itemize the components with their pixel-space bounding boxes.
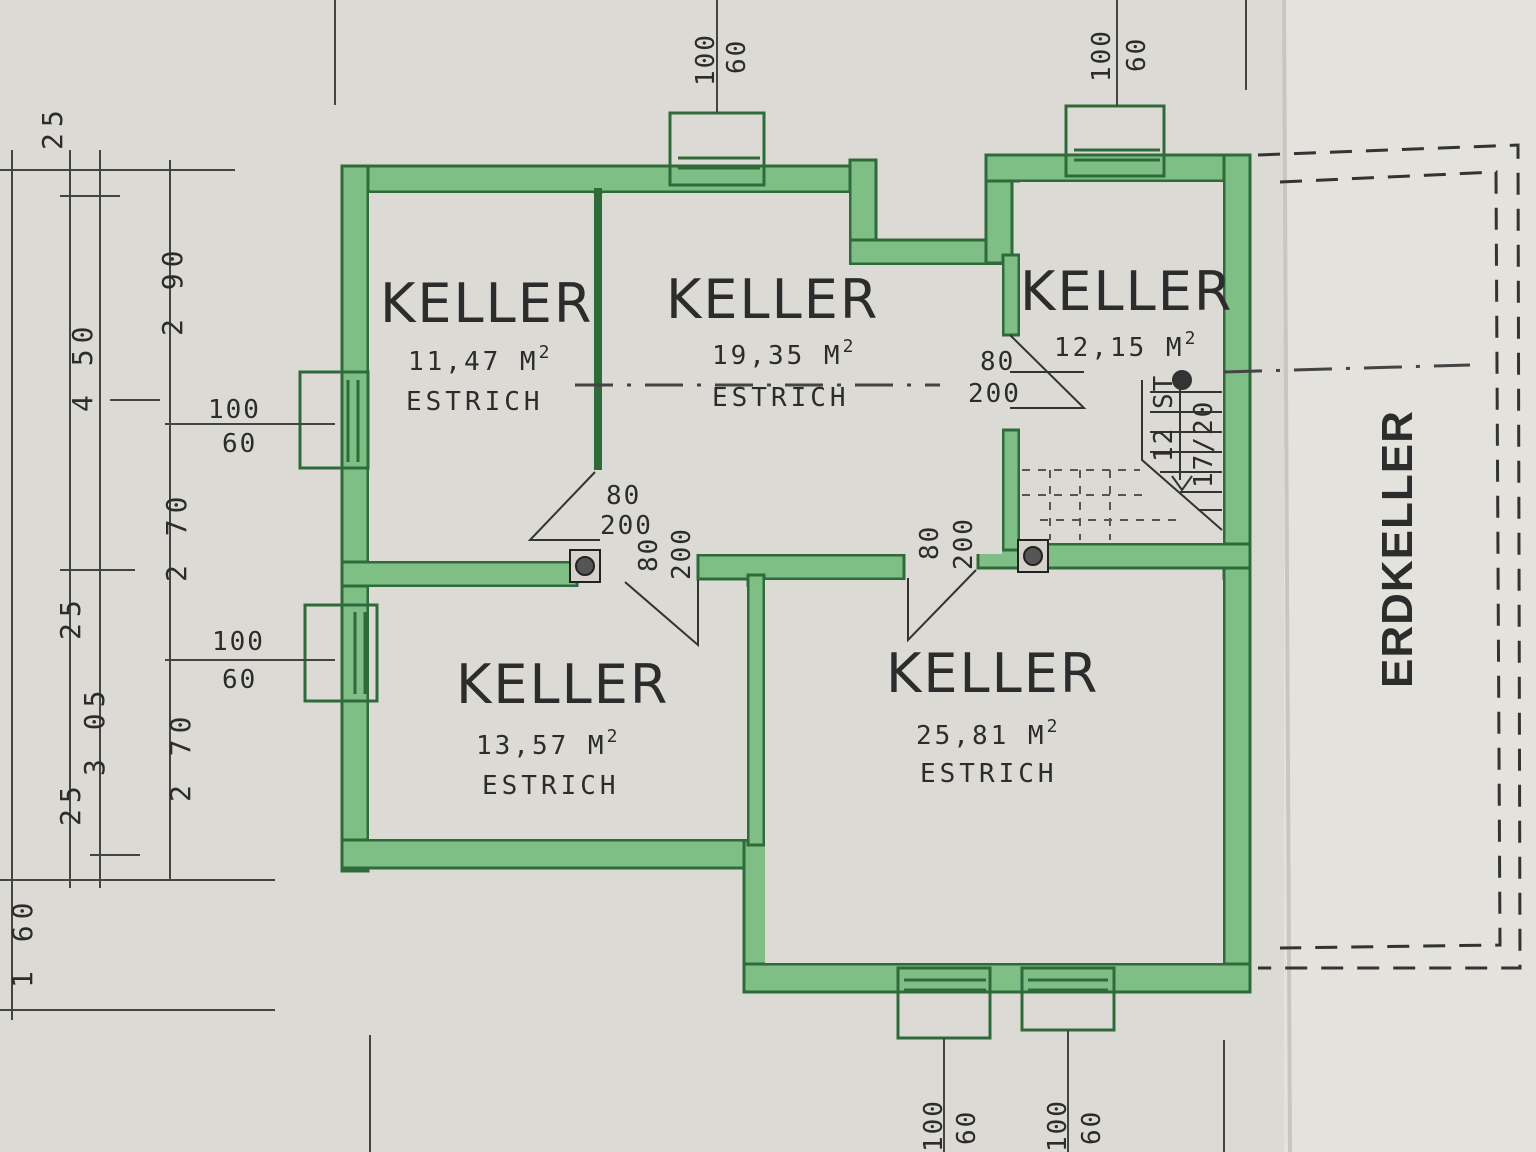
room-4-floor: ESTRICH: [482, 771, 620, 801]
door-swing-1: [527, 471, 600, 541]
inner-dim-3: 2 70: [164, 711, 197, 802]
erdkeller-label: ERDKELLER: [1373, 410, 1422, 688]
room-floor-3: [1020, 182, 1223, 543]
stair-start-dot: [1172, 370, 1192, 390]
outer-dim-1: 25: [36, 104, 69, 150]
room-1-name: KELLER: [380, 272, 593, 335]
section-line-right: [1223, 363, 1471, 374]
inner-dim-1: 2 90: [156, 245, 189, 336]
wall-divider-lower: [746, 573, 766, 847]
wall-bottom-left: [340, 838, 774, 870]
wall-divider-right-upper: [1001, 253, 1021, 337]
partition-left: [594, 188, 602, 470]
room-3-area-unit-sup: 2: [1185, 328, 1199, 349]
room-2-area: 19,35 M2: [712, 336, 856, 371]
room-2-name: KELLER: [666, 268, 879, 331]
room-1-area-value: 11,47 M: [408, 347, 539, 377]
stair-graphics: [1141, 370, 1223, 531]
window-top-right-width: 100: [1087, 29, 1117, 82]
window-top-right-height: 60: [1122, 37, 1152, 72]
window-top-left-width: 100: [691, 33, 721, 86]
window-left-lower-width: 100: [212, 627, 265, 657]
window-left-lower-frame: [303, 603, 379, 703]
room-1-area: 11,47 M2: [408, 342, 552, 377]
room-2-area-unit-sup: 2: [843, 336, 857, 357]
stair-ratio-label: 17/20: [1189, 400, 1219, 488]
window-bottom-right-height: 60: [1077, 1110, 1107, 1145]
dimension-lines: [0, 0, 1471, 1152]
wall-left: [340, 164, 370, 873]
room-5-area: 25,81 M2: [916, 716, 1060, 751]
outer-dim-2: 4 50: [66, 321, 99, 412]
outer-dim-6: 1 60: [6, 897, 39, 988]
stair-count-label: 12 ST: [1149, 374, 1179, 462]
window-bottom-left-width: 100: [919, 1099, 949, 1152]
shaft-left-circle: [575, 556, 595, 576]
wall-divider-right-lower: [1001, 428, 1021, 552]
window-left-upper-height: 60: [222, 429, 257, 459]
shafts: [569, 539, 1049, 583]
wall-bottom-right: [742, 962, 1252, 994]
outer-dim-3: 25: [54, 594, 87, 640]
door-swing-2: [624, 580, 699, 648]
room-5-floor: ESTRICH: [920, 759, 1058, 789]
wall-top-left: [340, 164, 874, 194]
paper-fold-line: [1282, 0, 1292, 1152]
stair-arrow: [1171, 475, 1193, 492]
paper-right-strip: [1284, 0, 1536, 1152]
door-2-height: 200: [667, 527, 697, 580]
outer-dim-4: 3 05: [78, 685, 111, 776]
room-5-area-value: 25,81 M: [916, 721, 1047, 751]
room-floor-2b: [849, 265, 1002, 554]
room-1-floor: ESTRICH: [406, 387, 544, 417]
door-1-width: 80: [606, 481, 641, 511]
window-top-right-frame: [1064, 104, 1166, 178]
outer-dim-5: 25: [54, 780, 87, 826]
erdkeller-outline: [1257, 143, 1522, 970]
window-bottom-left-height: 60: [952, 1110, 982, 1145]
room-5-area-unit-sup: 2: [1047, 716, 1061, 737]
room-5-name: KELLER: [886, 642, 1099, 705]
window-left-upper-width: 100: [208, 395, 261, 425]
wall-middle-center: [696, 553, 906, 581]
door-swing-4: [1009, 334, 1087, 409]
room-4-area: 13,57 M2: [476, 726, 620, 761]
room-4-area-value: 13,57 M: [476, 731, 607, 761]
room-floor-2: [603, 193, 849, 554]
inner-dim-2: 2 70: [160, 491, 193, 582]
window-left-upper-frame: [298, 370, 370, 470]
door-1-height: 200: [600, 511, 653, 541]
room-3-name: KELLER: [1020, 260, 1233, 323]
window-left-lower-height: 60: [222, 665, 257, 695]
door-swings: [527, 334, 1087, 648]
room-4-area-unit-sup: 2: [607, 726, 621, 747]
door-4-height: 200: [968, 379, 1021, 409]
room-2-floor: ESTRICH: [712, 383, 850, 413]
door-3-width: 80: [915, 525, 945, 560]
door-swing-3: [907, 569, 977, 643]
stair-dashed: [1022, 469, 1180, 540]
windows-graphics: [298, 104, 1166, 1040]
room-floor-4: [369, 587, 747, 839]
room-3-area: 12,15 M2: [1054, 328, 1198, 363]
room-1-area-unit-sup: 2: [539, 342, 553, 363]
wall-middle-left: [340, 560, 579, 588]
room-floors: [369, 182, 1223, 963]
stair-outline: [1141, 380, 1223, 531]
room-4-name: KELLER: [456, 653, 669, 716]
shaft-right-circle: [1023, 546, 1043, 566]
door-2-width: 80: [634, 537, 664, 572]
window-top-left-height: 60: [722, 39, 752, 74]
room-2-area-value: 19,35 M: [712, 341, 843, 371]
room-3-area-value: 12,15 M: [1054, 333, 1185, 363]
window-bottom-right-width: 100: [1043, 1099, 1073, 1152]
door-4-width: 80: [980, 347, 1015, 377]
room-floor-1: [369, 193, 593, 561]
erdkeller-inner: [1279, 170, 1502, 950]
door-3-height: 200: [949, 517, 979, 570]
room-floor-5: [765, 580, 1223, 963]
wall-notch-bottom: [848, 238, 1002, 266]
